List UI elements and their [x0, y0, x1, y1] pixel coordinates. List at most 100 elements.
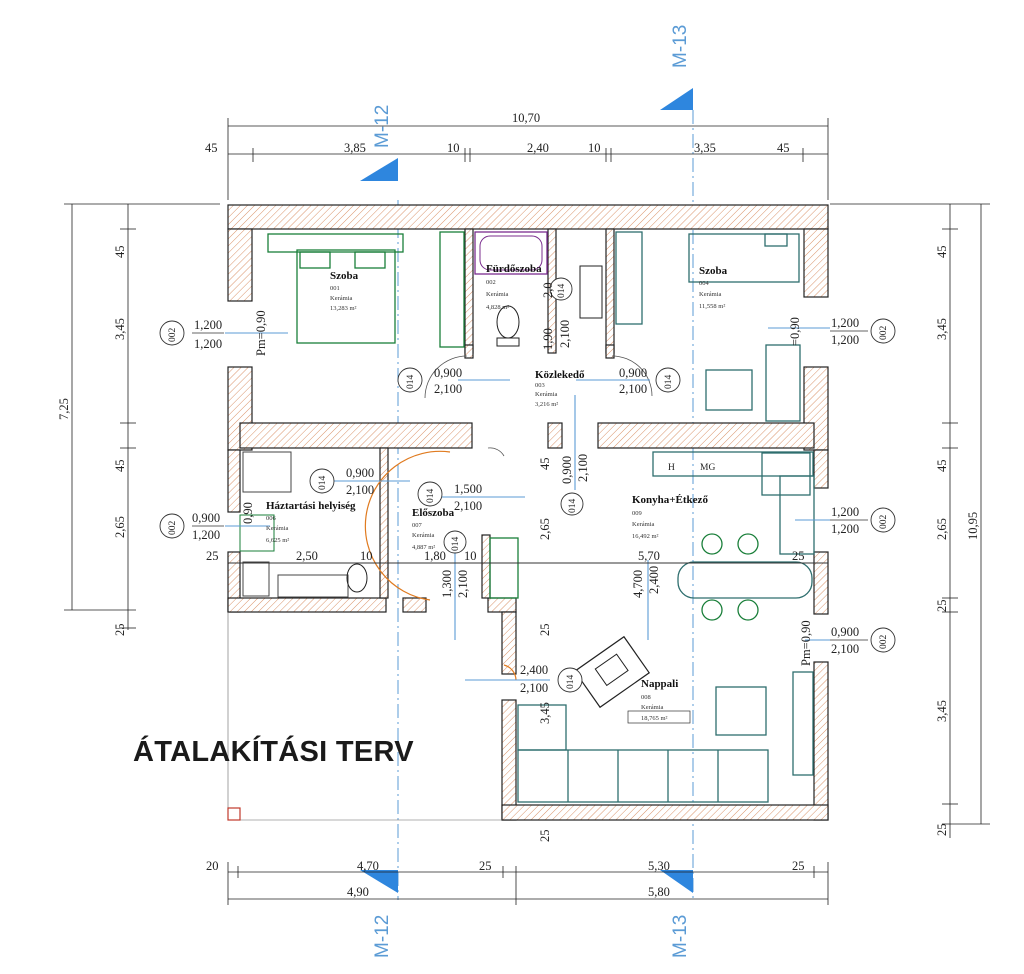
svg-text:014: 014: [318, 476, 328, 491]
svg-text:1,200: 1,200: [831, 333, 859, 347]
dim-left-c: 45: [113, 460, 127, 473]
window-tag-w5: 002 0,900 2,100: [830, 625, 896, 656]
dim-bottom-g: 5,80: [648, 885, 670, 899]
dim-top-d: 2,40: [527, 141, 549, 155]
svg-text:0,900: 0,900: [619, 366, 647, 380]
svg-text:2,0: 2,0: [541, 282, 555, 298]
svg-text:1,80: 1,80: [424, 549, 446, 563]
svg-text:004: 004: [699, 280, 710, 287]
dim-left-a: 45: [113, 246, 127, 259]
room-label-konyha: Konyha+Étkező 009 Kerámia 16,492 m²: [632, 494, 708, 540]
window-tag-w3: 002 0,900 1,200: [159, 511, 224, 542]
dim-left-total: 7,25: [57, 398, 71, 420]
svg-text:1,200: 1,200: [194, 337, 222, 351]
svg-text:3,216 m²: 3,216 m²: [535, 401, 558, 408]
svg-text:25: 25: [792, 549, 805, 563]
svg-text:002: 002: [879, 326, 889, 341]
svg-text:002: 002: [879, 515, 889, 530]
svg-text:014: 014: [566, 675, 576, 690]
svg-text:014: 014: [568, 499, 578, 514]
dim-top-b: 3,85: [344, 141, 366, 155]
svg-text:25: 25: [538, 830, 552, 843]
dim-top-a: 45: [205, 141, 218, 155]
sill-label-c: Pm=0,90: [799, 620, 813, 666]
svg-text:13,283 m²: 13,283 m²: [330, 305, 357, 312]
room-label-kozlekedo: Közlekedő 003 Kerámia 3,216 m²: [535, 369, 585, 408]
svg-text:Kerámia: Kerámia: [266, 525, 288, 532]
svg-text:2,100: 2,100: [558, 320, 572, 348]
svg-text:Közlekedő: Közlekedő: [535, 369, 585, 381]
window-tag-w2: 002 1,200 1,200: [830, 316, 896, 347]
svg-text:Szoba: Szoba: [699, 265, 728, 277]
dim-bottom-a: 20: [206, 859, 219, 873]
door-tag-d8: 014: [443, 530, 467, 554]
svg-text:007: 007: [412, 522, 423, 529]
svg-text:2,50: 2,50: [296, 549, 318, 563]
svg-text:Előszoba: Előszoba: [412, 507, 455, 519]
dimension-lines-top: [227, 118, 829, 200]
dimension-lines-bottom: [227, 862, 829, 905]
svg-text:Háztartási helyiség: Háztartási helyiség: [266, 500, 356, 512]
door-tag-d5: 014 2,400 2,100: [520, 663, 583, 695]
svg-text:Kerámia: Kerámia: [535, 391, 557, 398]
dim-left-d: 2,65: [113, 516, 127, 538]
dim-right-c: 45: [935, 460, 949, 473]
svg-text:18,765 m²: 18,765 m²: [641, 715, 668, 722]
dim-top-f: 3,35: [694, 141, 716, 155]
svg-text:014: 014: [426, 489, 436, 504]
appliance-label-h: H: [668, 463, 675, 473]
dim-right-total: 10,95: [966, 512, 980, 540]
door-tag-d4: 014 1,500 2,100: [417, 481, 482, 513]
svg-text:Fürdőszoba: Fürdőszoba: [486, 263, 542, 275]
svg-text:2,100: 2,100: [831, 642, 859, 656]
dim-left-b: 3,45: [113, 318, 127, 340]
svg-text:25: 25: [538, 624, 552, 637]
door-swings: [364, 355, 653, 681]
svg-text:11,558 m²: 11,558 m²: [699, 303, 725, 310]
leader-lines: [225, 327, 830, 681]
svg-text:001: 001: [330, 285, 340, 292]
svg-text:Szoba: Szoba: [330, 270, 359, 282]
svg-text:2,100: 2,100: [576, 454, 590, 482]
svg-text:1,200: 1,200: [192, 528, 220, 542]
room-label-haztartasi: Háztartási helyiség 006 Kerámia 6,625 m²: [266, 500, 356, 544]
svg-text:Kerámia: Kerámia: [632, 521, 654, 528]
axis-line-m12: [360, 158, 399, 900]
svg-text:002: 002: [168, 328, 178, 343]
svg-text:1,200: 1,200: [831, 522, 859, 536]
svg-text:014: 014: [557, 284, 567, 299]
door-tag-d3: 014 0,900 2,100: [309, 466, 374, 497]
svg-text:10: 10: [464, 549, 477, 563]
room-label-furdoszoba: Fürdőszoba 002 Kerámia 4,828 m²: [486, 263, 542, 311]
svg-text:2,100: 2,100: [346, 483, 374, 497]
dim-bottom-c: 25: [479, 859, 492, 873]
svg-text:1,500: 1,500: [454, 482, 482, 496]
inner-dimensions: 25 2,50 10 1,80 10 5,70 25 45 2,65 25 3,…: [206, 282, 805, 842]
walls: [227, 204, 829, 821]
svg-text:2,400: 2,400: [520, 663, 548, 677]
sill-label-d: 0,90: [241, 502, 255, 524]
svg-text:0,900: 0,900: [434, 366, 462, 380]
svg-text:002: 002: [168, 521, 178, 536]
origin-marker: [227, 807, 241, 821]
svg-text:1,200: 1,200: [831, 316, 859, 330]
dim-top-total: 10,70: [512, 111, 540, 125]
door-tag-d7: 014: [560, 492, 584, 516]
axis-line-m13: [660, 88, 694, 900]
sill-label-a: Pm=0,90: [254, 310, 268, 356]
svg-text:Nappali: Nappali: [641, 678, 678, 690]
window-tag-w4: 002 1,200 1,200: [830, 505, 896, 536]
svg-text:Kerámia: Kerámia: [330, 295, 352, 302]
svg-text:1,200: 1,200: [831, 505, 859, 519]
svg-text:2,100: 2,100: [520, 681, 548, 695]
axis-label-m12-bottom: M-12: [372, 915, 393, 958]
window-tag-w1: 002 1,200 1,200: [159, 318, 224, 351]
axis-label-m13-bottom: M-13: [670, 915, 691, 958]
svg-text:002: 002: [486, 279, 496, 286]
svg-text:014: 014: [406, 375, 416, 390]
dim-right-a: 45: [935, 246, 949, 259]
sill-label-b: =0,90: [788, 317, 802, 346]
dim-right-d: 2,65: [935, 518, 949, 540]
svg-text:006: 006: [266, 515, 277, 522]
